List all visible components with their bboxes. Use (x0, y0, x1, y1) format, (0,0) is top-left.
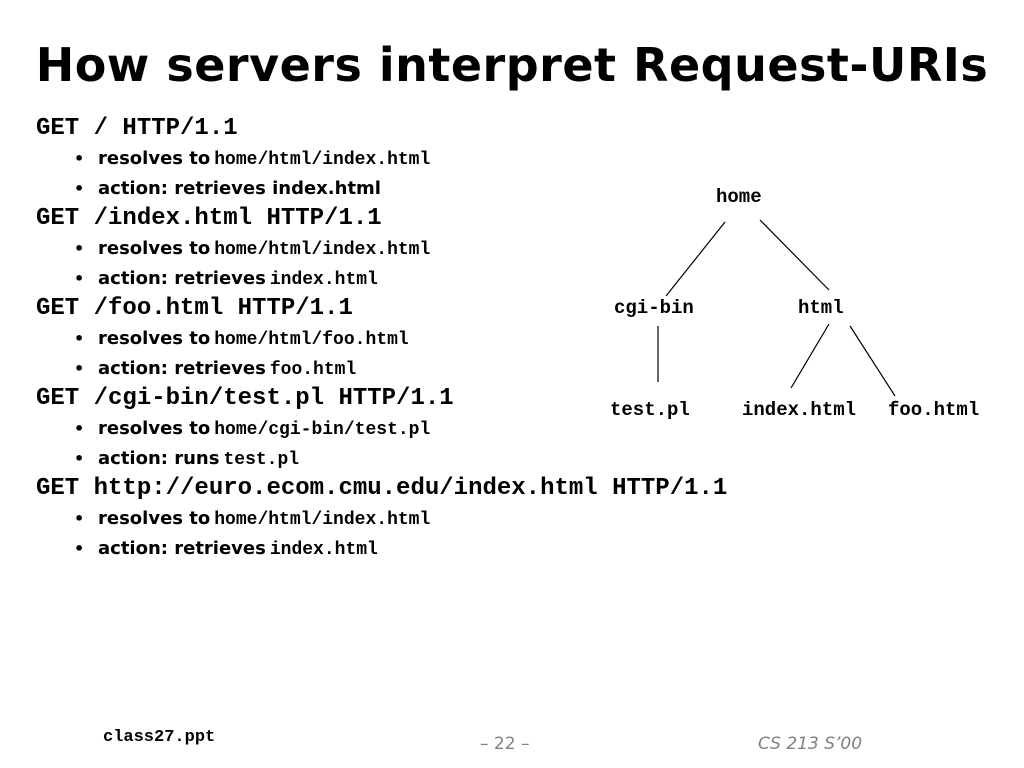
action-path: index.html (269, 270, 378, 290)
action-label: action: runs (98, 448, 220, 469)
action-path: foo.html (269, 360, 357, 380)
resolves-bullet: • resolves to home/html/index.html (36, 144, 996, 174)
slide-title: How servers interpret Request-URIs (35, 38, 989, 92)
request-line: GET / HTTP/1.1 (36, 115, 238, 142)
bullet-icon: • (74, 359, 85, 378)
action-bullet: • action: retrieves index.html (36, 174, 996, 204)
request-item: GET /foo.html HTTP/1.1 • resolves to hom… (36, 294, 996, 384)
bullet-icon: • (74, 449, 85, 468)
resolves-bullet: • resolves to home/html/index.html (36, 234, 996, 264)
bullet-icon: • (74, 419, 85, 438)
action-bullet: • action: retrieves foo.html (36, 354, 996, 384)
resolves-path: home/html/index.html (214, 240, 431, 260)
resolves-label: resolves to (98, 328, 211, 349)
bullet-icon: • (74, 509, 85, 528)
bullet-icon: • (74, 539, 85, 558)
bullet-icon: • (74, 329, 85, 348)
action-label: action: retrieves index.html (98, 178, 381, 199)
request-item: GET /index.html HTTP/1.1 • resolves to h… (36, 204, 996, 294)
action-bullet: • action: retrieves index.html (36, 534, 996, 564)
resolves-bullet: • resolves to home/html/foo.html (36, 324, 996, 354)
resolves-label: resolves to (98, 238, 211, 259)
resolves-bullet: • resolves to home/html/index.html (36, 504, 996, 534)
footer-course-label: CS 213 S’00 (758, 734, 863, 754)
resolves-path: home/html/index.html (214, 510, 431, 530)
request-item: GET http://euro.ecom.cmu.edu/index.html … (36, 474, 996, 564)
request-line: GET /index.html HTTP/1.1 (36, 205, 382, 232)
footer-filename: class27.ppt (103, 728, 216, 747)
resolves-path: home/cgi-bin/test.pl (214, 420, 431, 440)
request-line: GET /foo.html HTTP/1.1 (36, 295, 353, 322)
bullet-icon: • (74, 179, 85, 198)
action-label: action: retrieves (98, 358, 266, 379)
action-bullet: • action: runs test.pl (36, 444, 996, 474)
request-line: GET http://euro.ecom.cmu.edu/index.html … (36, 475, 728, 502)
request-item: GET /cgi-bin/test.pl HTTP/1.1 • resolves… (36, 384, 996, 474)
request-list: GET / HTTP/1.1 • resolves to home/html/i… (36, 114, 996, 564)
resolves-path: home/html/index.html (214, 150, 431, 170)
action-path: test.pl (223, 450, 300, 470)
bullet-icon: • (74, 149, 85, 168)
resolves-label: resolves to (98, 508, 211, 529)
resolves-label: resolves to (98, 148, 211, 169)
action-label: action: retrieves (98, 538, 266, 559)
bullet-icon: • (74, 269, 85, 288)
request-line: GET /cgi-bin/test.pl HTTP/1.1 (36, 385, 454, 412)
resolves-bullet: • resolves to home/cgi-bin/test.pl (36, 414, 996, 444)
action-bullet: • action: retrieves index.html (36, 264, 996, 294)
action-label: action: retrieves (98, 268, 266, 289)
footer-page-number: – 22 – (480, 734, 530, 754)
resolves-label: resolves to (98, 418, 211, 439)
bullet-icon: • (74, 239, 85, 258)
resolves-path: home/html/foo.html (214, 330, 409, 350)
action-path: index.html (269, 540, 378, 560)
request-item: GET / HTTP/1.1 • resolves to home/html/i… (36, 114, 996, 204)
